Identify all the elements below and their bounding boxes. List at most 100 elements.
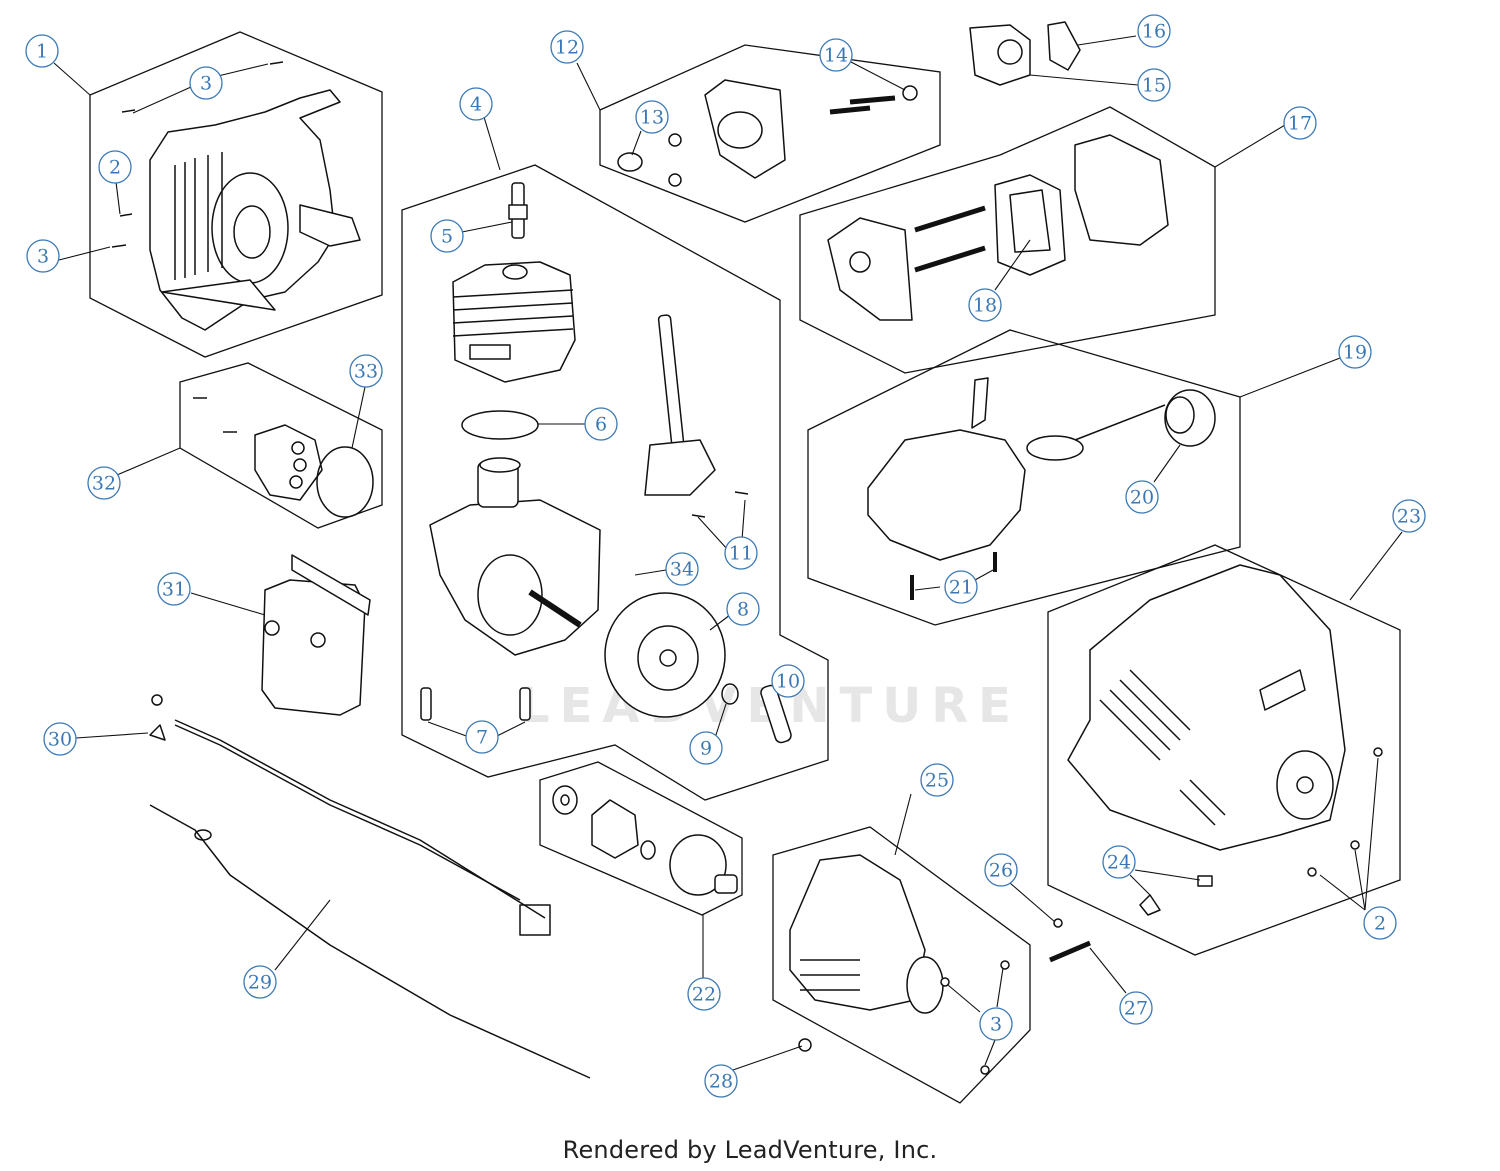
callout-label: 9	[700, 738, 712, 760]
callout-label: 24	[1107, 852, 1131, 874]
callout-label: 13	[640, 107, 664, 129]
callout-circle	[984, 853, 1018, 887]
callout-label: 29	[248, 972, 272, 994]
callout-circle	[687, 977, 721, 1011]
callout-circle	[1137, 14, 1171, 48]
callout-label: 31	[162, 579, 186, 601]
callout-circle	[771, 664, 805, 698]
callout-label: 33	[354, 361, 378, 383]
part-33-gasket	[316, 446, 374, 518]
callout-label: 26	[989, 860, 1013, 882]
callouts: 1233456789101112131415161718192021222324…	[25, 14, 1426, 1098]
callout-label: 27	[1124, 998, 1148, 1020]
callout-c3c: 3	[979, 1007, 1013, 1041]
part-17-air-filter	[827, 134, 1169, 321]
callout-c14: 14	[819, 38, 853, 72]
callout-label: 23	[1397, 506, 1421, 528]
part-cylinder	[452, 261, 576, 383]
callout-c34: 34	[665, 552, 699, 586]
group-box-17	[799, 106, 1216, 374]
callout-label: 15	[1142, 75, 1166, 97]
group-box-19	[807, 329, 1241, 626]
callout-circle	[1283, 106, 1317, 140]
callout-label: 21	[949, 577, 973, 599]
callout-c8: 8	[726, 592, 760, 626]
part-6-o-ring	[461, 410, 539, 440]
callout-label: 34	[670, 559, 694, 581]
callout-c11: 11	[724, 536, 758, 570]
group-box-23	[1047, 544, 1401, 956]
part-ignition-coil	[644, 314, 749, 518]
callout-c13: 13	[635, 100, 669, 134]
callout-label: 30	[48, 729, 72, 751]
callout-circle	[689, 731, 723, 765]
group-outlines	[89, 31, 1401, 1104]
callout-label: 5	[441, 226, 453, 248]
callout-c17: 17	[1283, 106, 1317, 140]
leader-lines	[53, 35, 1403, 1071]
part-31-muffler	[261, 554, 371, 716]
callout-label: 2	[109, 157, 121, 179]
callout-c10: 10	[771, 664, 805, 698]
callout-circle	[1363, 906, 1397, 940]
callout-circle	[430, 219, 464, 253]
callout-c16: 16	[1137, 14, 1171, 48]
callout-label: 6	[595, 414, 607, 436]
part-32-muffler-cap	[193, 397, 323, 501]
callout-c24: 24	[1102, 845, 1136, 879]
callout-c3a: 3	[189, 66, 223, 100]
part-7-screw-b	[519, 687, 531, 721]
group-box-1	[89, 31, 383, 358]
part-12-intake	[617, 79, 918, 187]
callout-c30: 30	[43, 722, 77, 756]
callout-c12: 12	[550, 30, 584, 64]
callout-label: 3	[990, 1014, 1002, 1036]
callout-c9: 9	[689, 731, 723, 765]
part-23-engine-cover	[1067, 564, 1383, 916]
callout-label: 10	[776, 671, 800, 693]
callout-circle	[1102, 845, 1136, 879]
callout-circle	[349, 354, 383, 388]
callout-label: 3	[37, 246, 49, 268]
callout-circle	[1392, 499, 1426, 533]
callout-c1: 1	[25, 34, 59, 68]
parts-artwork	[111, 21, 1383, 1079]
callout-circle	[189, 66, 223, 100]
callout-label: 32	[92, 473, 116, 495]
part-19-fuel-tank	[867, 377, 1216, 600]
part-29-30-cables	[149, 694, 591, 1079]
group-box-12	[599, 44, 941, 223]
callout-c28: 28	[704, 1064, 738, 1098]
callout-label: 11	[729, 543, 753, 565]
group-box-22	[539, 761, 743, 916]
part-7-screw-a	[420, 687, 432, 721]
callout-circle	[944, 570, 978, 604]
callout-circle	[704, 1064, 738, 1098]
callout-c2a: 2	[98, 150, 132, 184]
callout-circle	[157, 572, 191, 606]
callout-circle	[98, 150, 132, 184]
callout-c3b: 3	[26, 239, 60, 273]
callout-circle	[87, 466, 121, 500]
callout-circle	[584, 407, 618, 441]
part-crankcase	[429, 457, 601, 656]
callout-label: 28	[709, 1071, 733, 1093]
callout-circle	[635, 100, 669, 134]
part-16-gasket	[1047, 21, 1081, 71]
footer-credit: Rendered by LeadVenture, Inc.	[562, 1136, 938, 1164]
group-box-4	[401, 164, 829, 801]
callout-label: 16	[1142, 21, 1166, 43]
callout-c15: 15	[1137, 68, 1171, 102]
callout-circle	[819, 38, 853, 72]
group-box-25	[772, 826, 1031, 1104]
callout-c4: 4	[459, 87, 493, 121]
callout-circle	[459, 87, 493, 121]
callout-label: 8	[737, 599, 749, 621]
callout-label: 20	[1130, 487, 1154, 509]
callout-c31: 31	[157, 572, 191, 606]
part-10-pin	[760, 684, 792, 744]
callout-circle	[26, 239, 60, 273]
callout-circle	[243, 965, 277, 999]
callout-c7: 7	[465, 720, 499, 754]
